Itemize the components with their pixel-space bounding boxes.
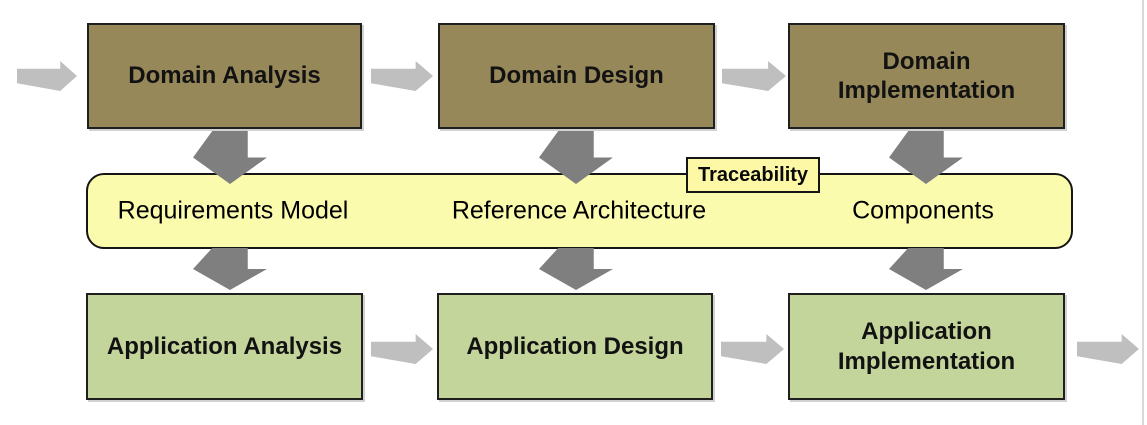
flow-arrow-right-icon	[722, 61, 786, 91]
flow-arrow-right-icon	[17, 61, 77, 91]
requirements-model-label: Requirements Model	[117, 196, 349, 225]
flow-arrow-down-icon	[539, 248, 613, 290]
application-implementation-label: Application Implementation	[837, 318, 1016, 375]
application-analysis-label: Application Analysis	[106, 332, 343, 360]
traceability-tag: Traceability	[686, 157, 820, 193]
traceability-label: Traceability	[697, 163, 809, 186]
domain-implementation-box: Domain Implementation	[788, 23, 1065, 129]
components-label: Components	[852, 196, 994, 225]
application-design-label: Application Design	[466, 332, 684, 360]
reference-architecture-label: Reference Architecture	[451, 196, 707, 225]
domain-design-label: Domain Design	[489, 62, 664, 90]
domain-implementation-label: Domain Implementation	[837, 47, 1016, 104]
domain-analysis-label: Domain Analysis	[128, 62, 321, 90]
application-implementation-box: Application Implementation	[788, 293, 1065, 400]
flow-arrow-down-icon	[889, 248, 963, 290]
flow-arrow-right-icon	[721, 334, 784, 364]
application-analysis-box: Application Analysis	[86, 293, 363, 400]
flow-arrow-down-icon	[193, 248, 267, 290]
flow-arrow-right-icon	[371, 334, 433, 364]
application-design-box: Application Design	[437, 293, 713, 400]
flow-arrow-right-icon	[1077, 334, 1139, 364]
domain-analysis-box: Domain Analysis	[87, 23, 362, 129]
domain-design-box: Domain Design	[438, 23, 715, 129]
flow-arrow-right-icon	[371, 61, 433, 91]
page-edge-divider	[1142, 0, 1144, 425]
